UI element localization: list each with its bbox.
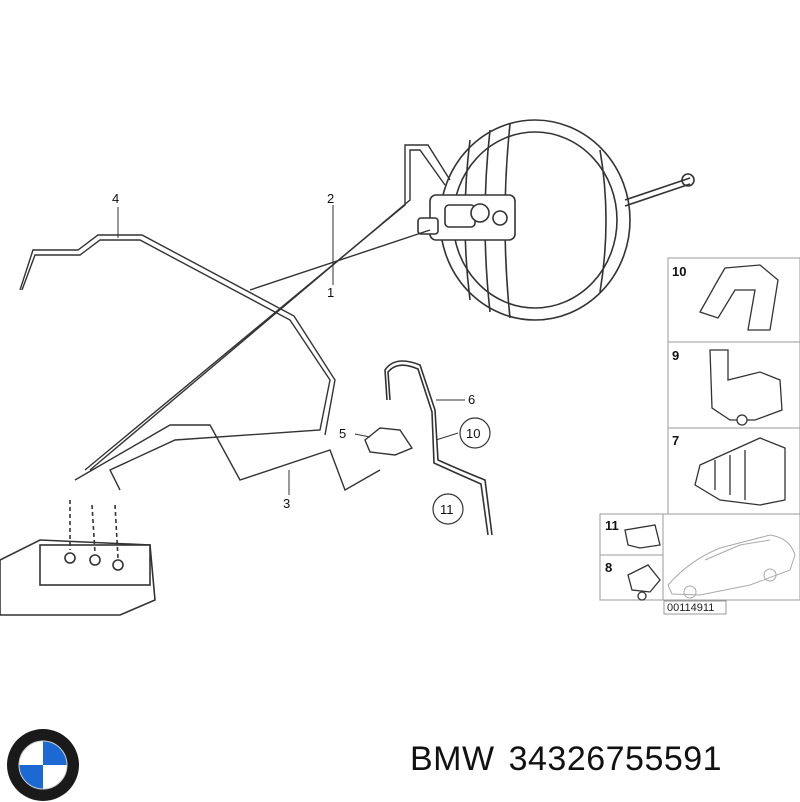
callout-2: 2	[327, 191, 334, 206]
abs-unit	[0, 500, 156, 616]
panel-label-11: 11	[605, 518, 619, 533]
reference-code: 00114911	[667, 602, 714, 614]
clip-9-part	[709, 349, 783, 426]
callout-4: 4	[112, 191, 119, 206]
clip-7-part	[694, 437, 786, 506]
side-panel: 10 9 7 11 8	[599, 257, 800, 615]
part-number: 34326755591	[508, 740, 723, 778]
clip-10-part	[699, 264, 779, 331]
bracket-5	[364, 427, 414, 456]
callout-numbers: 4 2 1 3 5 6 10 11	[112, 191, 491, 525]
clip-8-part	[627, 564, 661, 601]
callout-11: 11	[440, 502, 454, 517]
car-silhouette	[667, 534, 796, 599]
master-cylinder	[417, 194, 516, 241]
panel-label-10: 10	[672, 264, 686, 279]
panel-label-7: 7	[672, 433, 679, 448]
clip-11-part	[624, 524, 661, 549]
callout-3: 3	[283, 496, 290, 511]
callout-10: 10	[466, 426, 480, 441]
footer	[0, 700, 800, 801]
callout-6: 6	[468, 392, 475, 407]
panel-label-8: 8	[605, 560, 612, 575]
part-title: BMW 34326755591	[410, 740, 736, 779]
panel-label-9: 9	[672, 348, 679, 363]
bmw-logo	[7, 729, 79, 801]
brake-line-diagram: 4 2 1 3 5 6 10 11 10 9 7 11 8	[0, 119, 800, 616]
brand-name: BMW	[410, 740, 495, 778]
brake-booster	[439, 119, 695, 321]
brake-lines	[19, 144, 451, 492]
callout-1: 1	[327, 285, 334, 300]
leader-lines	[117, 205, 465, 495]
callout-5: 5	[339, 426, 346, 441]
flexible-hose	[384, 360, 493, 536]
